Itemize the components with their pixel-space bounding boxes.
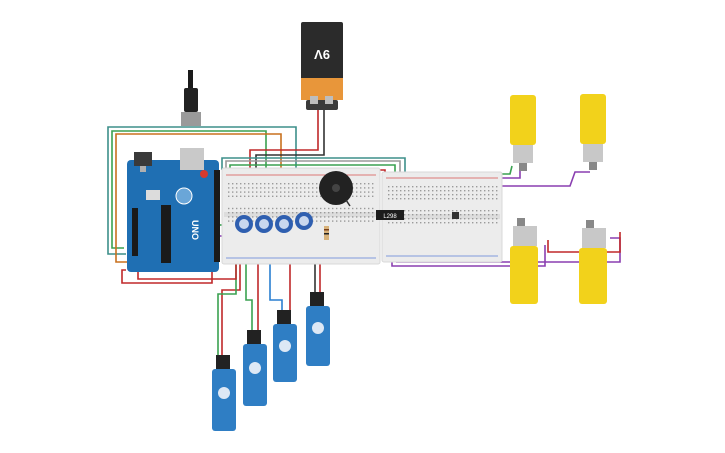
potentiometer-4[interactable] bbox=[295, 212, 313, 230]
potentiometer-3[interactable] bbox=[275, 215, 293, 233]
servo1-wire-green[interactable] bbox=[217, 262, 237, 355]
servo-2[interactable] bbox=[243, 330, 267, 406]
servo3-wire-blue[interactable] bbox=[269, 262, 283, 310]
piezo-buzzer[interactable] bbox=[319, 171, 353, 207]
battery-label: 9V bbox=[314, 47, 330, 62]
resistor[interactable] bbox=[324, 226, 329, 240]
potentiometer-1[interactable] bbox=[235, 215, 253, 233]
push-button[interactable] bbox=[452, 212, 459, 219]
dc-motor-bottom-right[interactable] bbox=[579, 220, 607, 304]
servo3-wire-red[interactable] bbox=[286, 261, 291, 310]
dc-motor-bottom-left[interactable] bbox=[510, 218, 538, 304]
servo1-wires[interactable] bbox=[221, 262, 241, 355]
battery-9v[interactable]: 9V bbox=[301, 22, 343, 110]
servo-4[interactable] bbox=[306, 292, 330, 366]
dc-motor-top-left[interactable] bbox=[510, 95, 536, 171]
usb-cable[interactable] bbox=[181, 70, 201, 126]
dc-motor-top-right[interactable] bbox=[580, 94, 606, 170]
motor-driver-chip[interactable]: L298 bbox=[376, 210, 404, 220]
servo-3[interactable] bbox=[273, 310, 297, 382]
battery-black-lead[interactable] bbox=[255, 110, 325, 178]
wire-red-4[interactable] bbox=[137, 262, 237, 280]
wire-orange-1[interactable] bbox=[115, 133, 282, 263]
wire-teal-1[interactable] bbox=[107, 126, 297, 255]
battery-red-lead[interactable] bbox=[249, 110, 319, 178]
servo2-wire-green[interactable] bbox=[245, 262, 253, 330]
driver-chip-label: L298 bbox=[383, 214, 397, 220]
arduino-uno-board[interactable]: UNO bbox=[127, 148, 220, 272]
potentiometer-2[interactable] bbox=[255, 215, 273, 233]
servo-1[interactable] bbox=[212, 355, 236, 431]
arduino-label: UNO bbox=[190, 220, 200, 240]
